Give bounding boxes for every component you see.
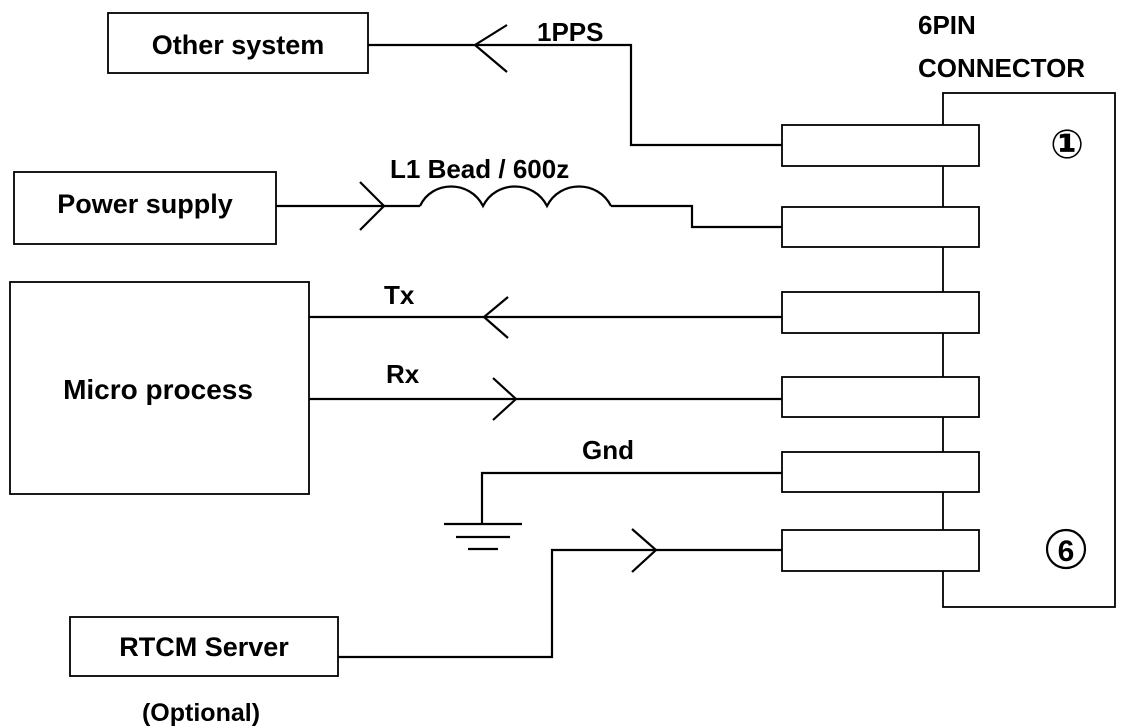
rx-label: Rx xyxy=(386,359,420,389)
other-system-label: Other system xyxy=(152,30,325,60)
pin-5 xyxy=(781,451,980,493)
rtcm-wire xyxy=(338,548,782,659)
rx-arrow xyxy=(492,377,518,421)
pps-wire xyxy=(368,43,782,147)
rtcm-optional-note: (Optional) xyxy=(142,699,260,727)
rtcm-server-label: RTCM Server xyxy=(119,632,289,662)
pin-3 xyxy=(781,291,980,334)
gnd-wire xyxy=(480,471,782,524)
tx-label: Tx xyxy=(384,280,415,310)
connector-title-line2: CONNECTOR xyxy=(918,53,1085,83)
micro-process-label: Micro process xyxy=(63,374,253,405)
tx-arrow xyxy=(482,296,509,339)
pin-last-marker-circle xyxy=(1045,528,1087,570)
gnd-label: Gnd xyxy=(582,435,634,465)
connector-body xyxy=(942,92,1116,608)
micro-process-block xyxy=(9,281,310,495)
pin-4 xyxy=(781,376,980,418)
ground-symbol xyxy=(444,522,522,551)
bead-label: L1 Bead / 600z xyxy=(390,154,569,184)
power-supply-block xyxy=(13,171,277,245)
other-system-block xyxy=(107,12,369,74)
connector-title-line1: 6PIN xyxy=(918,10,976,40)
pin-first-marker: ① xyxy=(1050,123,1084,167)
bead-to-pin2-wire xyxy=(611,204,782,229)
bead-coil xyxy=(419,185,612,209)
power-arrow xyxy=(359,181,386,231)
pin-6 xyxy=(781,529,980,572)
rtcm-arrow xyxy=(631,528,658,573)
pps-arrow xyxy=(473,24,508,73)
pps-label: 1PPS xyxy=(537,17,604,47)
rtcm-server-block xyxy=(69,616,339,677)
pin-2 xyxy=(781,206,980,248)
pin-last-marker: 6 xyxy=(1058,535,1075,568)
pin-1 xyxy=(781,124,980,167)
power-supply-label: Power supply xyxy=(57,189,233,219)
